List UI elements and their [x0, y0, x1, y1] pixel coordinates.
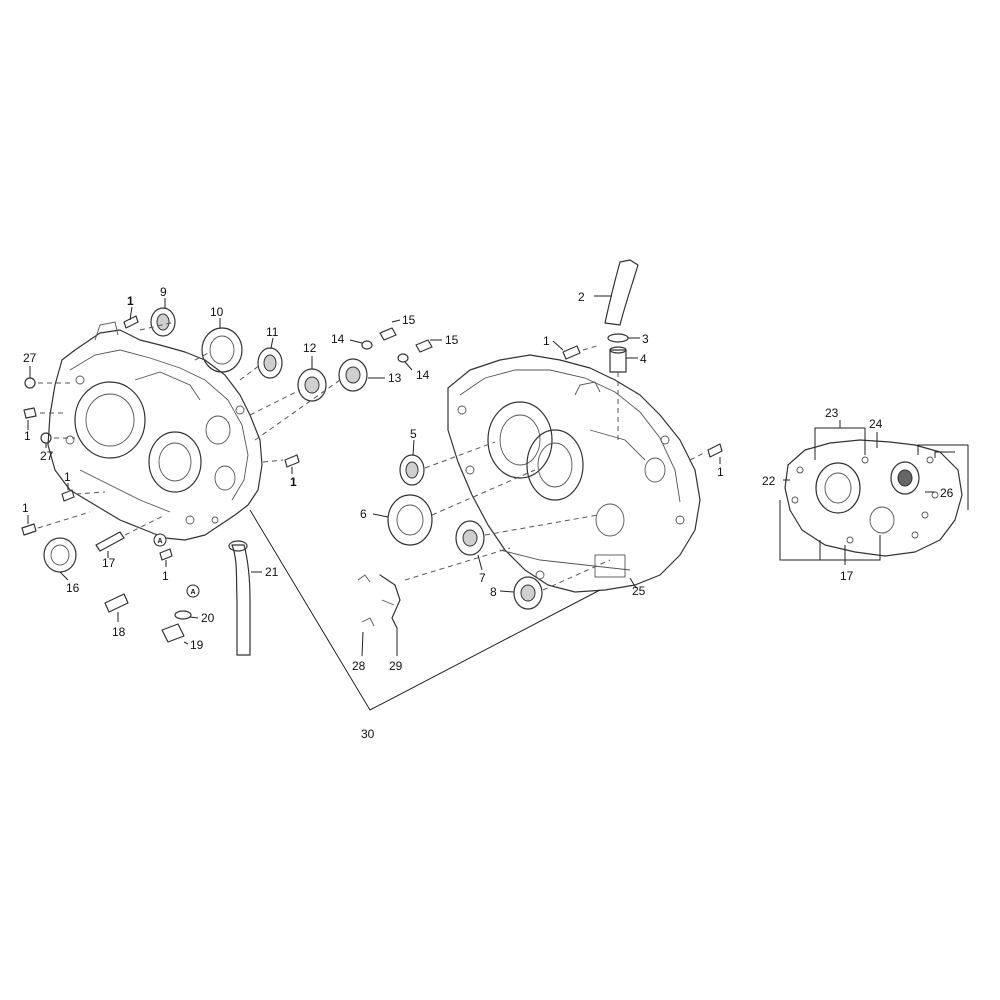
callout-18: 18 — [112, 625, 126, 639]
callout-1-right: 1 — [543, 334, 550, 348]
callout-8: 8 — [490, 585, 497, 599]
callout-25: 25 — [632, 584, 646, 598]
callout-15-a: 15 — [402, 313, 416, 327]
callout-19: 19 — [190, 638, 204, 652]
marker-a-2: A — [186, 584, 200, 598]
leader-lines — [27, 295, 721, 711]
callout-9: 9 — [160, 285, 167, 299]
callout-28: 28 — [352, 659, 366, 673]
callout-12: 12 — [303, 341, 317, 355]
right-crankcase-half — [447, 354, 701, 593]
callout-24: 24 — [869, 417, 883, 431]
marker-a-2-text: A — [190, 589, 195, 596]
callout-10: 10 — [210, 305, 224, 319]
callout-2: 2 — [578, 290, 585, 304]
callout-5: 5 — [410, 427, 417, 441]
callout-1-b: 1 — [64, 470, 71, 484]
callout-1-left: 1 — [24, 429, 31, 443]
callout-11: 11 — [266, 325, 279, 339]
callout-30: 30 — [361, 727, 375, 741]
callout-13: 13 — [388, 371, 402, 385]
left-crankcase-half — [47, 321, 263, 541]
callouts: 1 9 10 11 12 13 14 15 15 14 27 1 27 1 1 … — [22, 285, 954, 741]
left-assembly-lines — [37, 321, 341, 536]
marker-a-1-text: A — [157, 538, 162, 545]
callout-22: 22 — [762, 474, 776, 488]
callout-15-b: 15 — [445, 333, 459, 347]
callout-23: 23 — [825, 406, 839, 420]
callout-14-b: 14 — [416, 368, 430, 382]
callout-1-top: 1 — [127, 294, 134, 308]
callout-14-a: 14 — [331, 332, 345, 346]
callout-1-c: 1 — [22, 501, 29, 515]
callout-26: 26 — [940, 486, 954, 500]
callout-27-b: 27 — [40, 449, 54, 463]
callout-1-far-right: 1 — [717, 465, 724, 479]
callout-20: 20 — [201, 611, 215, 625]
callout-4: 4 — [640, 352, 647, 366]
callout-29: 29 — [389, 659, 403, 673]
callout-16: 16 — [66, 581, 80, 595]
callout-27-a: 27 — [23, 351, 37, 365]
right-half-small-parts — [357, 259, 723, 629]
callout-21: 21 — [265, 565, 279, 579]
left-half-small-parts — [21, 307, 433, 656]
callout-17-inset: 17 — [840, 569, 854, 583]
callout-1-mid: 1 — [290, 475, 297, 489]
right-assembly-lines — [404, 344, 707, 591]
callout-6: 6 — [360, 507, 367, 521]
callout-3: 3 — [642, 332, 649, 346]
callout-1-d: 1 — [162, 569, 169, 583]
callout-17: 17 — [102, 556, 116, 570]
marker-a-1: A — [153, 533, 167, 547]
inset-assembly — [779, 420, 969, 565]
callout-7: 7 — [479, 571, 486, 585]
